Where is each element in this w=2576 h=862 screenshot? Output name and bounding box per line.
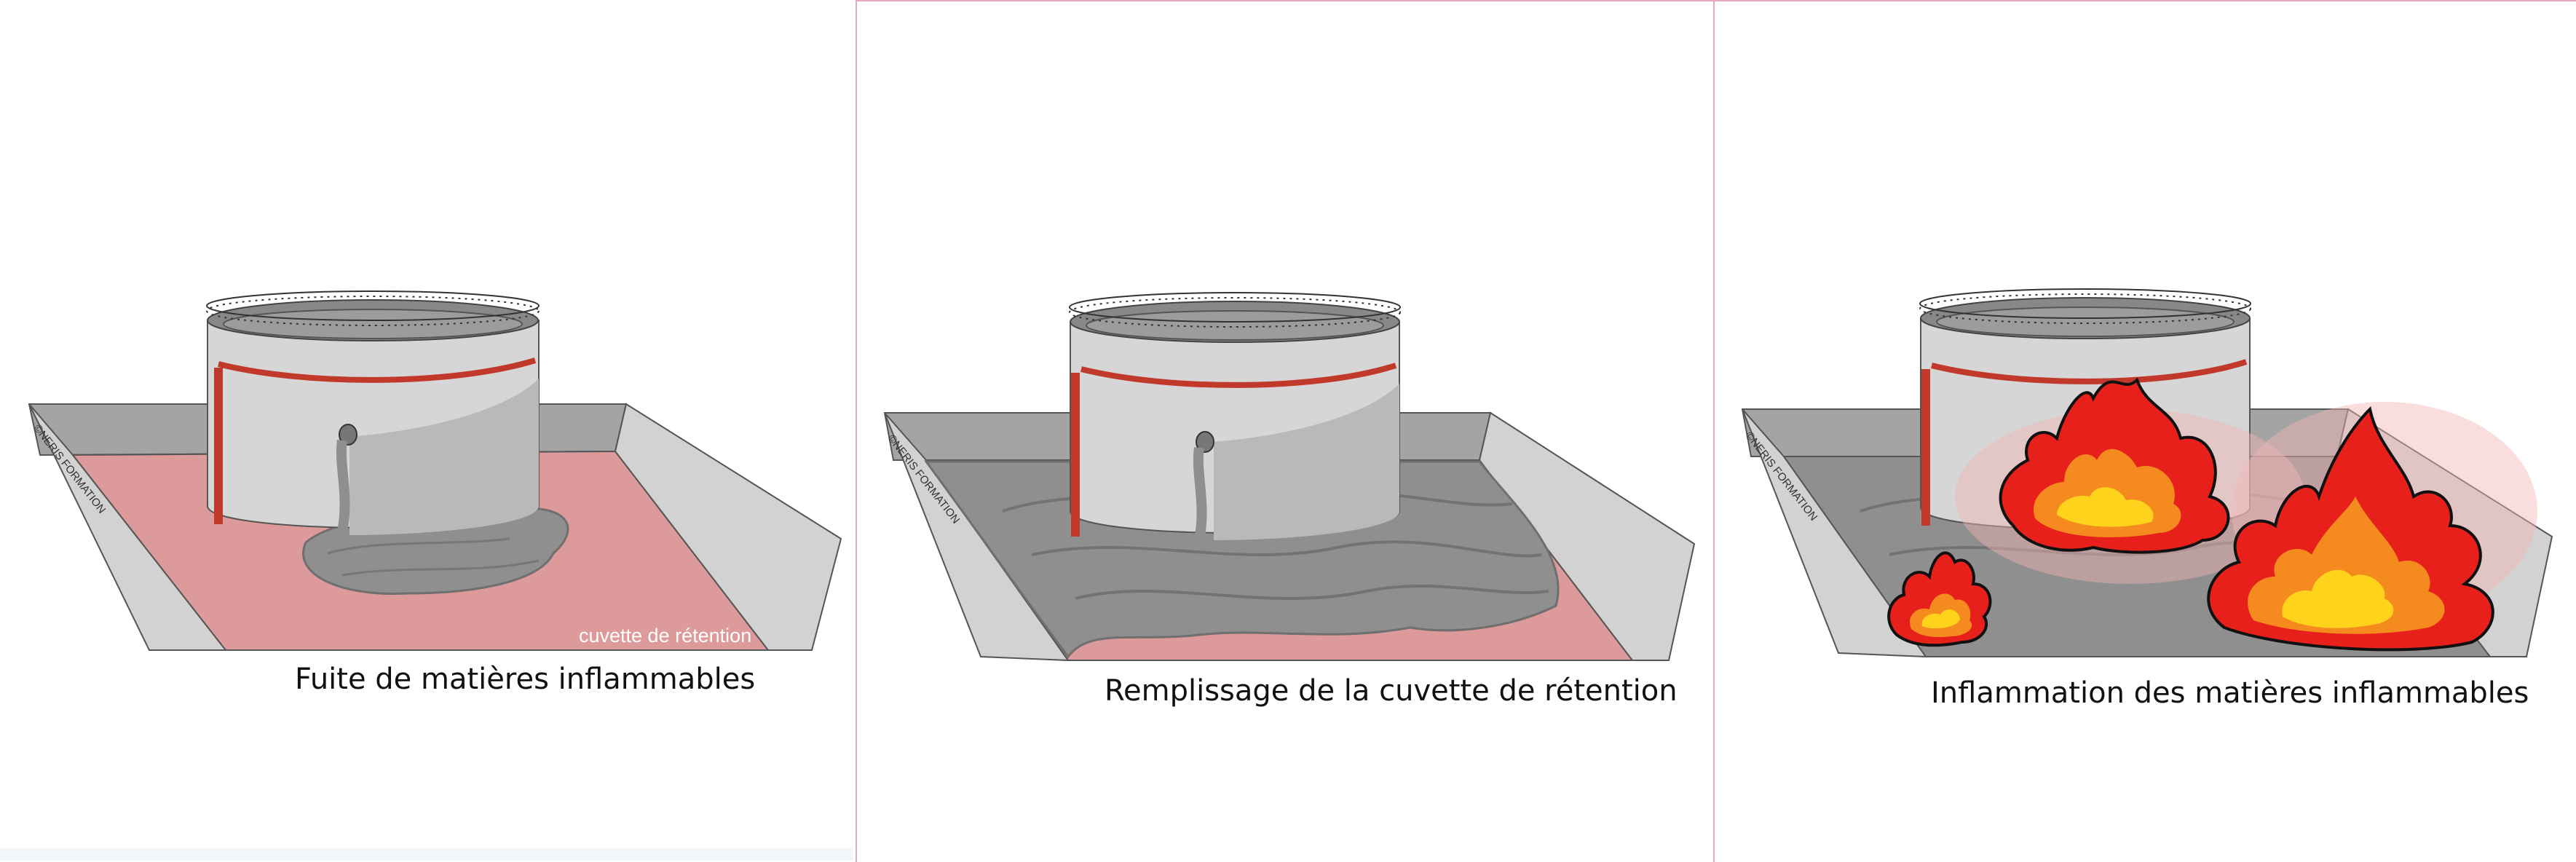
caption-ignition: Inflammation des matières inflammables — [1931, 676, 2529, 710]
scene-filling — [883, 292, 1696, 662]
caption-leak: Fuite de matières inflammables — [295, 663, 756, 696]
basin-label: cuvette de rétention — [579, 625, 752, 646]
fire-left — [1887, 551, 1992, 647]
storage-tank — [1069, 292, 1401, 542]
scene-leak — [28, 290, 842, 651]
fire-center — [1999, 377, 2230, 554]
caption-filling: Remplissage de la cuvette de rétention — [1105, 674, 1678, 708]
panel-leak: cuvette de rétention ©NERIS FORMATION Fu… — [0, 0, 853, 861]
basin-right-wall — [614, 403, 842, 651]
scene-ignition — [1741, 288, 2553, 658]
panel-filling: ©NERIS FORMATION Remplissage de la cuvet… — [856, 0, 1715, 862]
basin-right-wall — [1478, 411, 1696, 661]
panel-ignition: ©NERIS FORMATION Inflammation des matièr… — [1713, 0, 2576, 862]
fire-right — [2207, 406, 2494, 652]
puddle-ripple — [327, 537, 540, 577]
storage-tank — [206, 290, 540, 535]
bottom-strip — [0, 848, 853, 861]
